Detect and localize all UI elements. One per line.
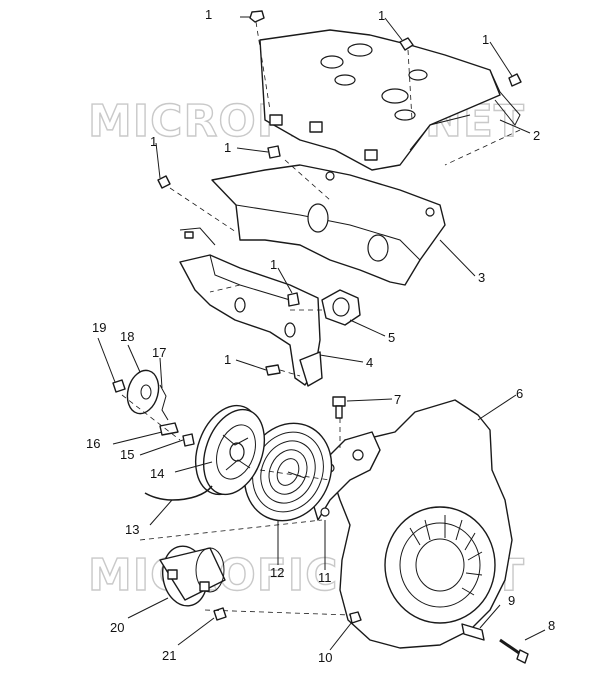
callout-13: 13 xyxy=(125,522,139,537)
callout-7: 7 xyxy=(394,392,401,407)
bolt-top-right xyxy=(399,37,414,51)
starter-rope xyxy=(144,485,213,501)
callout-21: 21 xyxy=(162,648,176,663)
callout-20: 20 xyxy=(110,620,124,635)
callout-15: 15 xyxy=(120,447,134,462)
callout-17: 17 xyxy=(152,345,166,360)
callout-5: 5 xyxy=(388,330,395,345)
callout-1-top-right: 1 xyxy=(378,8,385,23)
pawl-16 xyxy=(159,422,179,436)
gasket xyxy=(321,289,361,326)
callout-labels: 1 1 1 2 1 1 3 1 5 4 1 19 18 17 6 7 16 15… xyxy=(86,7,555,665)
callout-11: 11 xyxy=(318,570,332,585)
handle-9 xyxy=(461,623,485,641)
bolt-center xyxy=(287,292,300,307)
callout-3: 3 xyxy=(478,270,485,285)
callout-1-lower: 1 xyxy=(224,352,231,367)
callout-1-left: 1 xyxy=(150,134,157,149)
assembly-dash-lines xyxy=(121,21,521,616)
callout-6: 6 xyxy=(516,386,523,401)
callout-8: 8 xyxy=(548,618,555,633)
bolt-lower xyxy=(265,364,281,376)
callout-18: 18 xyxy=(120,329,134,344)
bolt-mid xyxy=(267,145,281,159)
starter-cup-20 xyxy=(159,545,226,607)
pawl-spring-17 xyxy=(159,384,169,421)
upper-bracket-plate xyxy=(259,29,521,171)
callout-14: 14 xyxy=(150,466,164,481)
bolt-left xyxy=(157,175,171,189)
screw-8 xyxy=(499,638,529,664)
callout-2: 2 xyxy=(533,128,540,143)
callout-1-mid: 1 xyxy=(224,140,231,155)
lower-side-bracket xyxy=(179,254,323,387)
callout-16: 16 xyxy=(86,436,100,451)
bolt-21 xyxy=(213,607,227,621)
nut-19 xyxy=(112,379,126,393)
leader-lines xyxy=(97,17,546,651)
starter-pulley xyxy=(195,404,266,496)
callout-12: 12 xyxy=(270,565,284,580)
bolt-7 xyxy=(332,396,346,419)
callout-19: 19 xyxy=(92,320,106,335)
callout-1-right: 1 xyxy=(482,32,489,47)
bolt-top xyxy=(240,10,265,23)
spring-clip-15 xyxy=(182,433,195,447)
callout-9: 9 xyxy=(508,593,515,608)
callout-10: 10 xyxy=(318,650,332,665)
starter-housing xyxy=(311,399,513,649)
cover-plate-18 xyxy=(126,369,160,415)
callout-4: 4 xyxy=(366,355,373,370)
nut-10 xyxy=(349,611,362,624)
bolt-right xyxy=(508,73,522,87)
callout-1-top: 1 xyxy=(205,7,212,22)
callout-1-center: 1 xyxy=(270,257,277,272)
main-frame-bracket xyxy=(179,164,446,286)
